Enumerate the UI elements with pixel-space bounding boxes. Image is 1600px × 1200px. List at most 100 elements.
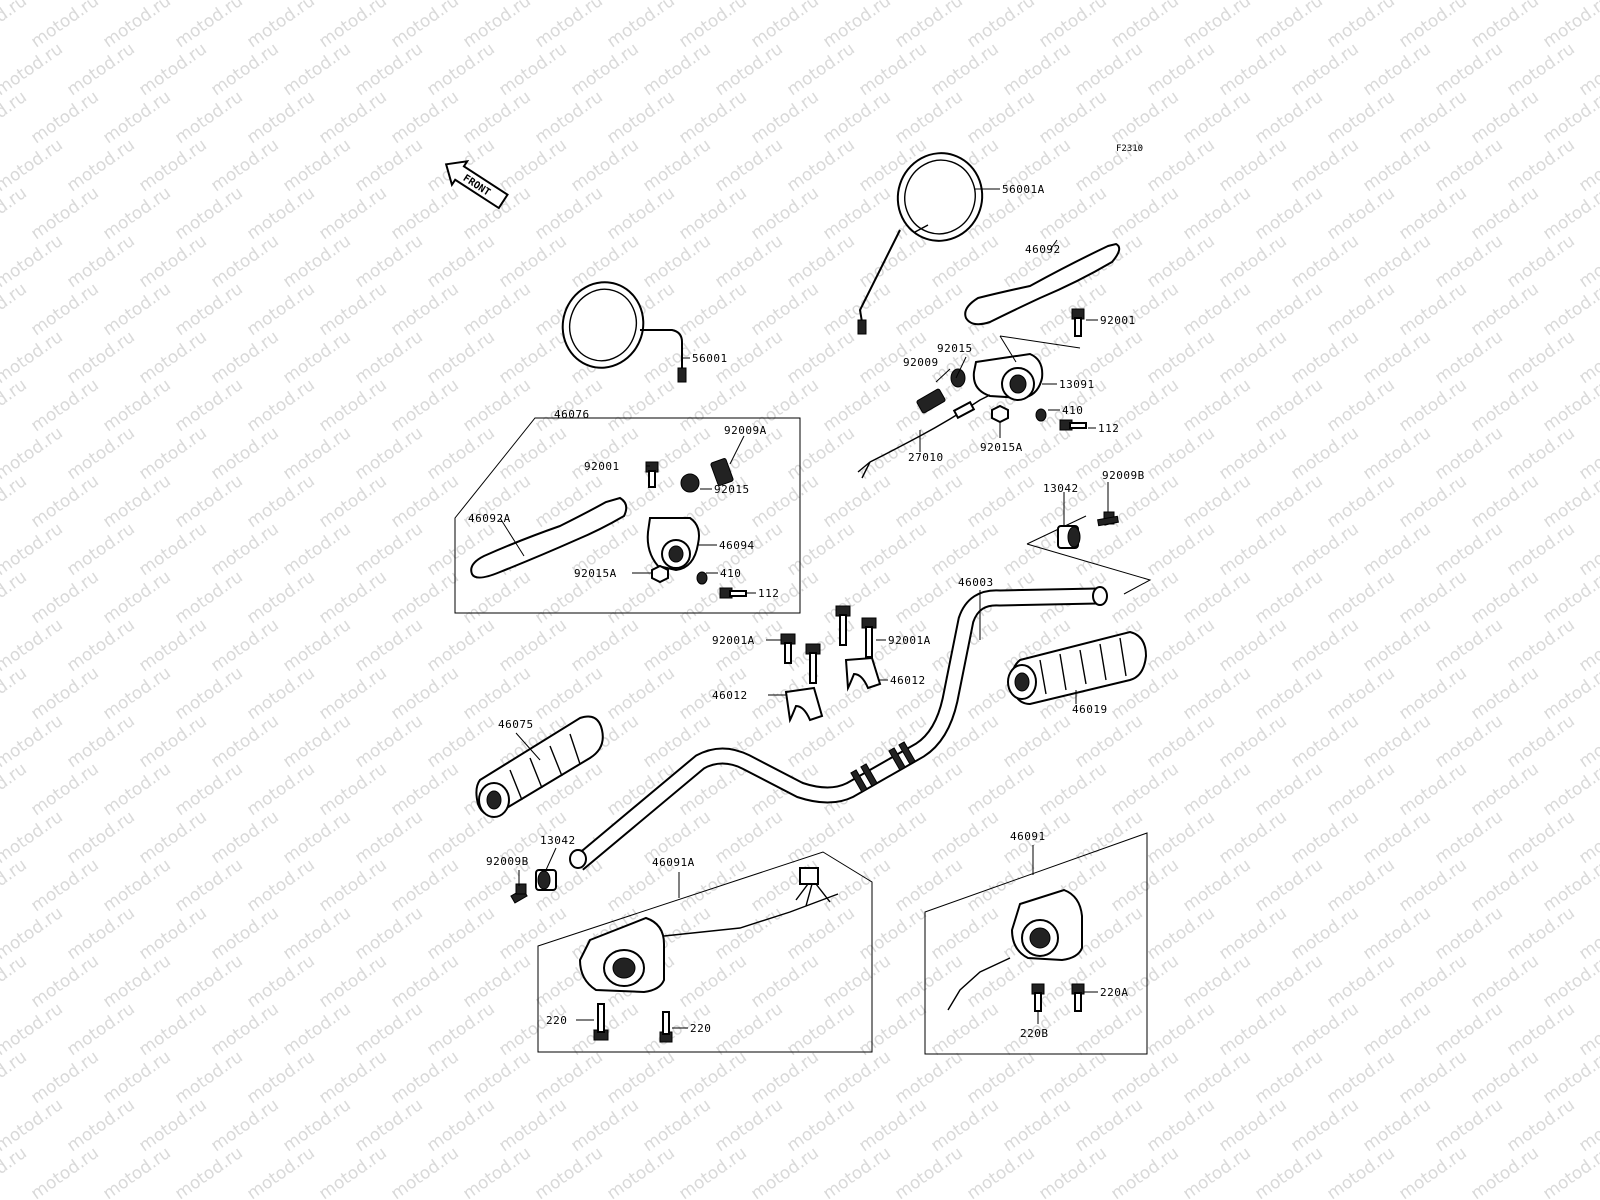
watermark-text: motod.ru xyxy=(135,519,210,580)
watermark-text: motod.ru xyxy=(1503,999,1578,1060)
label-27010: 27010 xyxy=(908,451,944,464)
watermark-text: motod.ru xyxy=(207,231,282,292)
watermark-text: motod.ru xyxy=(99,183,174,244)
nut-92015A-right xyxy=(991,404,1009,424)
screw-220B xyxy=(1031,983,1045,1012)
watermark-text: motod.ru xyxy=(531,183,606,244)
watermark-text: motod.ru xyxy=(387,951,462,1012)
watermark-text: motod.ru xyxy=(207,39,282,100)
watermark-text: motod.ru xyxy=(1467,663,1542,724)
watermark-text: motod.ru xyxy=(891,87,966,148)
watermark-text: motod.ru xyxy=(1143,711,1218,772)
watermark-text: motod.ru xyxy=(135,807,210,868)
watermark-text: motod.ru xyxy=(351,39,426,100)
watermark-text: motod.ru xyxy=(963,87,1038,148)
watermark-text: motod.ru xyxy=(891,951,966,1012)
watermark-text: motod.ru xyxy=(135,999,210,1060)
watermark-text: motod.ru xyxy=(387,375,462,436)
label-46012-right: 46012 xyxy=(890,674,926,687)
watermark-text: motod.ru xyxy=(963,759,1038,820)
watermark-text: motod.ru xyxy=(891,471,966,532)
label-46076: 46076 xyxy=(554,408,590,421)
watermark-text: motod.ru xyxy=(1287,999,1362,1060)
watermark-text: motod.ru xyxy=(891,855,966,916)
watermark-text: motod.ru xyxy=(351,1095,426,1156)
watermark-text: motod.ru xyxy=(747,0,822,52)
watermark-text: motod.ru xyxy=(567,39,642,100)
watermark-text: motod.ru xyxy=(1503,903,1578,964)
watermark-text: motod.ru xyxy=(243,471,318,532)
watermark-text: motod.ru xyxy=(603,0,678,52)
watermark-text: motod.ru xyxy=(279,1095,354,1156)
watermark-text: motod.ru xyxy=(171,87,246,148)
watermark-text: motod.ru xyxy=(459,1047,534,1108)
label-46003: 46003 xyxy=(958,576,994,589)
watermark-text: motod.ru xyxy=(1395,87,1470,148)
watermark-text: motod.ru xyxy=(0,87,31,148)
watermark-text: motod.ru xyxy=(279,135,354,196)
watermark-text: motod.ru xyxy=(531,375,606,436)
watermark-text: motod.ru xyxy=(1359,519,1434,580)
watermark-text: motod.ru xyxy=(1287,327,1362,388)
part-labels: 56001A 56001 46092 92001 92015 92009 130… xyxy=(468,183,1144,1040)
watermark-text: motod.ru xyxy=(207,1095,282,1156)
watermark-text: motod.ru xyxy=(315,87,390,148)
watermark-text: motod.ru xyxy=(1179,0,1254,52)
watermark-text: motod.ru xyxy=(171,375,246,436)
watermark-text: motod.ru xyxy=(495,231,570,292)
watermark-text: motod.ru xyxy=(819,279,894,340)
watermark-text: motod.ru xyxy=(1179,1143,1254,1200)
watermark-text: motod.ru xyxy=(963,1047,1038,1108)
watermark-text: motod.ru xyxy=(1359,711,1434,772)
watermark-text: motod.ru xyxy=(1323,663,1398,724)
watermark-text: motod.ru xyxy=(0,1047,31,1108)
bolt-92001-left xyxy=(645,461,659,488)
watermark-text: motod.ru xyxy=(171,1143,246,1200)
watermark-text: motod.ru xyxy=(1359,135,1434,196)
watermark-text: motod.ru xyxy=(63,615,138,676)
watermark-text: motod.ru xyxy=(1287,39,1362,100)
watermark-text: motod.ru xyxy=(1503,423,1578,484)
watermark-text: motod.ru xyxy=(1431,519,1506,580)
watermark-text: motod.ru xyxy=(1143,807,1218,868)
watermark-text: motod.ru xyxy=(639,39,714,100)
watermark-text: motod.ru xyxy=(1359,807,1434,868)
watermark-text: motod.ru xyxy=(1431,135,1506,196)
watermark-text: motod.ru xyxy=(423,711,498,772)
watermark-text: motod.ru xyxy=(819,567,894,628)
watermark-text: motod.ru xyxy=(783,135,858,196)
watermark-text: motod.ru xyxy=(135,327,210,388)
watermark-text: motod.ru xyxy=(459,951,534,1012)
watermark-text: motod.ru xyxy=(747,1143,822,1200)
watermark-text: motod.ru xyxy=(63,903,138,964)
watermark-text: motod.ru xyxy=(135,423,210,484)
watermark-text: motod.ru xyxy=(711,807,786,868)
watermark-text: motod.ru xyxy=(675,87,750,148)
watermark-text: motod.ru xyxy=(315,471,390,532)
watermark-text: motod.ru xyxy=(99,0,174,52)
watermark-text: motod.ru xyxy=(783,519,858,580)
watermark-text: motod.ru xyxy=(171,1047,246,1108)
watermark-text: motod.ru xyxy=(1575,0,1600,4)
screw-220-a xyxy=(593,1003,609,1041)
watermark-text: motod.ru xyxy=(1215,135,1290,196)
watermark-text: motod.ru xyxy=(387,663,462,724)
watermark-text: motod.ru xyxy=(1107,1143,1182,1200)
end-weight-leader-right-top xyxy=(1026,515,1087,545)
watermark-text: motod.ru xyxy=(387,855,462,916)
watermark-text: motod.ru xyxy=(1035,951,1110,1012)
adjuster-92009-right xyxy=(916,368,966,414)
watermark-text: motod.ru xyxy=(1431,999,1506,1060)
watermark-text: motod.ru xyxy=(1107,279,1182,340)
label-46094: 46094 xyxy=(719,539,755,552)
watermark-text: motod.ru xyxy=(891,1047,966,1108)
watermark-text: motod.ru xyxy=(1467,183,1542,244)
watermark-text: motod.ru xyxy=(63,135,138,196)
watermark-text: motod.ru xyxy=(0,471,31,532)
label-56001: 56001 xyxy=(692,352,728,365)
screw-220-b xyxy=(659,1011,673,1043)
watermark-text: motod.ru xyxy=(387,87,462,148)
watermark-text: motod.ru xyxy=(963,471,1038,532)
watermark-text: motod.ru xyxy=(1215,327,1290,388)
